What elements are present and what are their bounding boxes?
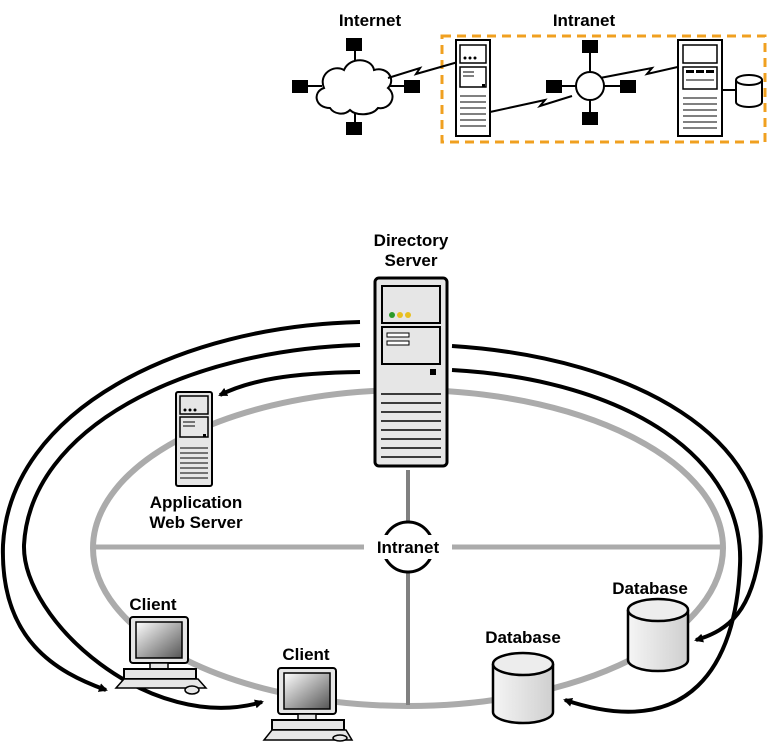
- intranet-hub-icon: [364, 520, 452, 574]
- hub-icon: [546, 40, 636, 125]
- intranet-top-label: Intranet: [553, 11, 616, 30]
- database-label: Database: [612, 579, 688, 598]
- internet-cloud-icon: [292, 38, 420, 135]
- authentication-arrows: [0, 320, 763, 714]
- wan-link: [387, 61, 459, 79]
- client-computer-icon: [114, 616, 208, 695]
- intranet-boundary: [440, 34, 767, 144]
- lan-link: [489, 95, 573, 113]
- app-web-server-icon: [175, 391, 213, 487]
- directory-server-label: Server: [385, 251, 438, 270]
- app-web-server-label: Application: [150, 493, 243, 512]
- client-label: Client: [129, 595, 177, 614]
- directory-server-icon: [373, 276, 449, 468]
- top-network-diagram: Internet Intranet: [292, 11, 767, 144]
- app-web-server-label: Web Server: [149, 513, 243, 532]
- gateway-server-icon: [455, 39, 491, 137]
- lan-link: [599, 65, 683, 79]
- main-network-diagram: Intranet: [0, 231, 763, 742]
- internet-label: Internet: [339, 11, 402, 30]
- client-computer-icon: [262, 667, 354, 742]
- client-label: Client: [282, 645, 330, 664]
- intranet-server-icon: [677, 39, 736, 137]
- directory-server-label: Directory: [374, 231, 449, 250]
- database-icon: [626, 597, 690, 673]
- intranet-hub-label: Intranet: [377, 538, 440, 557]
- database-icon: [735, 74, 763, 108]
- database-label: Database: [485, 628, 561, 647]
- database-icon: [491, 651, 555, 725]
